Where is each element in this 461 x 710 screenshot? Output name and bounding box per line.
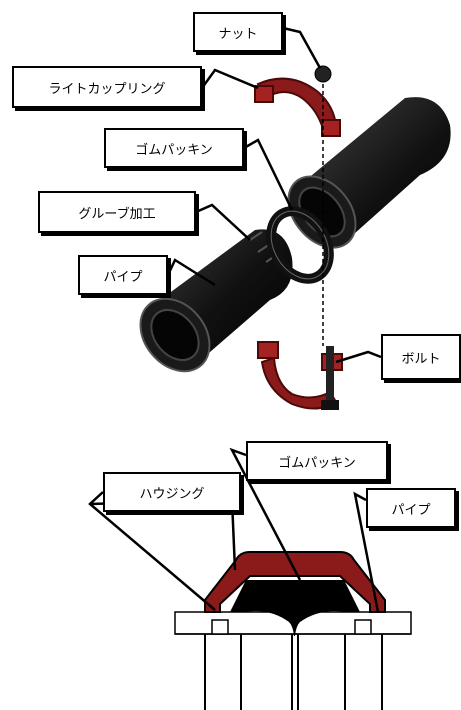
pipe-upper (287, 97, 451, 249)
label-bolt: ボルト (381, 334, 461, 380)
coupling-upper-half (254, 77, 341, 137)
label-gasket-top: ゴムパッキン (104, 128, 244, 168)
cross-section (174, 551, 412, 710)
label-housing: ハウジング (103, 472, 241, 512)
label-pipe-top: パイプ (78, 255, 168, 295)
label-pipe-bottom: パイプ (366, 488, 456, 528)
pipe-lower (139, 229, 293, 373)
nut-part (314, 65, 332, 83)
label-groove: グルーブ加工 (38, 191, 196, 233)
bolt-part (321, 346, 339, 410)
label-gasket-bottom: ゴムパッキン (246, 441, 388, 481)
label-nut: ナット (193, 12, 283, 52)
label-coupling: ライトカップリング (12, 66, 202, 108)
leader-lines-top (166, 26, 382, 364)
